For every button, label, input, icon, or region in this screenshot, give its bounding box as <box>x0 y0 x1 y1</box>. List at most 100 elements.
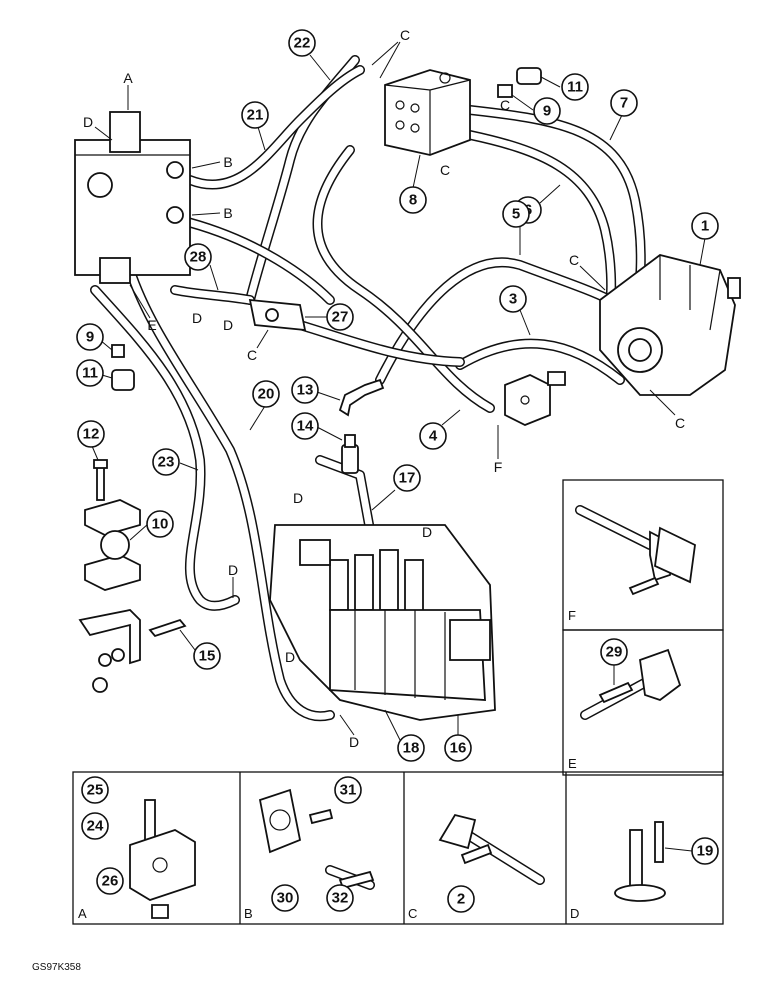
svg-text:3: 3 <box>509 291 517 308</box>
callout-3: 3 <box>499 285 531 336</box>
callout-9-left: 9 <box>76 323 113 351</box>
svg-text:8: 8 <box>409 192 417 209</box>
callout-18: 18 <box>384 709 425 762</box>
callout-17: 17 <box>371 464 421 511</box>
label-C-right2: C <box>440 162 450 178</box>
panel-F-detail: F <box>568 505 696 623</box>
label-B-1: B <box>223 154 232 170</box>
label-C-right1: C <box>500 97 510 113</box>
panel-letter-F: F <box>568 608 576 623</box>
letter-labels: A C D B B C C C D D C E C F D D D D D <box>83 27 685 750</box>
callout-9-top: 9 <box>511 94 561 125</box>
callout-16: 16 <box>444 715 472 762</box>
svg-text:14: 14 <box>297 418 314 435</box>
svg-text:5: 5 <box>512 206 520 223</box>
callout-25: 25 <box>87 782 104 799</box>
clamp-parts-left <box>78 67 542 693</box>
fitting-13 <box>338 378 385 417</box>
label-D-mid: D <box>223 317 233 333</box>
label-E: E <box>147 317 156 333</box>
panel-D-detail: 19 D <box>570 821 719 921</box>
callout-20: 20 <box>249 380 280 431</box>
panel-letter-C: C <box>408 906 417 921</box>
tee-fitting-27 <box>248 298 307 332</box>
svg-text:9: 9 <box>543 103 551 120</box>
panel-letter-D: D <box>570 906 579 921</box>
callout-12: 12 <box>77 420 105 461</box>
control-valve-16 <box>269 524 496 721</box>
svg-text:11: 11 <box>567 79 583 96</box>
svg-text:1: 1 <box>701 218 709 235</box>
svg-text:23: 23 <box>158 454 175 471</box>
callout-31: 31 <box>340 782 357 799</box>
pump-1 <box>599 254 741 396</box>
label-B-2: B <box>223 205 232 221</box>
label-A: A <box>123 70 133 86</box>
callout-26: 26 <box>102 873 119 890</box>
label-D-mid2: D <box>192 310 202 326</box>
svg-text:27: 27 <box>332 309 349 326</box>
callout-5: 5 <box>502 200 530 255</box>
callout-14: 14 <box>291 412 343 441</box>
callout-28: 28 <box>184 243 219 291</box>
svg-text:9: 9 <box>86 329 94 346</box>
panel-A-detail: 25 24 26 A <box>78 776 196 921</box>
callout-32: 32 <box>332 890 349 907</box>
label-D-top: D <box>83 114 93 130</box>
label-D-valve: D <box>285 649 295 665</box>
label-D-bottom: D <box>349 734 359 750</box>
callout-30: 30 <box>277 890 294 907</box>
callout-24: 24 <box>87 818 104 835</box>
callout-22: 22 <box>288 29 331 81</box>
label-D-23: D <box>228 562 238 578</box>
callout-23: 23 <box>152 448 199 476</box>
svg-text:16: 16 <box>450 740 467 757</box>
svg-text:28: 28 <box>190 249 207 266</box>
left-valve-block <box>74 111 191 284</box>
label-C-mid: C <box>247 347 257 363</box>
svg-text:13: 13 <box>297 382 314 399</box>
callout-21: 21 <box>241 101 269 151</box>
svg-text:21: 21 <box>247 107 264 124</box>
label-F: F <box>494 459 503 475</box>
callout-markers: 22 21 11 9 7 1 8 6 5 3 28 27 9 11 13 20 … <box>76 29 719 762</box>
panel-letter-B: B <box>244 906 253 921</box>
label-C-pump: C <box>569 252 579 268</box>
callout-15: 15 <box>179 629 221 670</box>
label-C-pump2: C <box>675 415 685 431</box>
panel-C-detail: 2 C <box>408 813 545 921</box>
callout-2: 2 <box>457 891 465 908</box>
svg-text:12: 12 <box>83 426 100 443</box>
svg-text:11: 11 <box>82 365 98 382</box>
svg-text:15: 15 <box>199 648 216 665</box>
svg-text:20: 20 <box>258 386 275 403</box>
label-C-top: C <box>400 27 410 43</box>
detail-panels: F 29 E 25 24 26 A <box>72 479 724 925</box>
label-D-17a: D <box>293 490 303 506</box>
svg-text:10: 10 <box>152 516 169 533</box>
callout-13: 13 <box>291 376 341 404</box>
panel-letter-E: E <box>568 756 577 771</box>
panel-letter-A: A <box>78 906 87 921</box>
callout-7: 7 <box>609 89 638 141</box>
svg-text:22: 22 <box>294 35 311 52</box>
callout-11-left: 11 <box>76 359 113 387</box>
fitting-14 <box>341 434 359 474</box>
panel-E-detail: 29 E <box>568 638 682 771</box>
svg-text:4: 4 <box>429 428 438 445</box>
callout-27: 27 <box>305 303 354 331</box>
callout-11-top: 11 <box>540 73 589 101</box>
label-D-17b: D <box>422 524 432 540</box>
svg-text:18: 18 <box>403 740 420 757</box>
figure-code: GS97K358 <box>32 962 81 973</box>
svg-text:17: 17 <box>399 470 416 487</box>
svg-text:7: 7 <box>620 95 628 112</box>
callout-19: 19 <box>697 843 714 860</box>
block-near-4 <box>504 371 566 426</box>
callout-4: 4 <box>419 409 461 450</box>
distribution-block-8 <box>384 69 471 156</box>
callout-29: 29 <box>606 644 623 661</box>
panel-B-detail: 31 30 32 B <box>244 776 375 921</box>
callout-10: 10 <box>129 510 174 541</box>
